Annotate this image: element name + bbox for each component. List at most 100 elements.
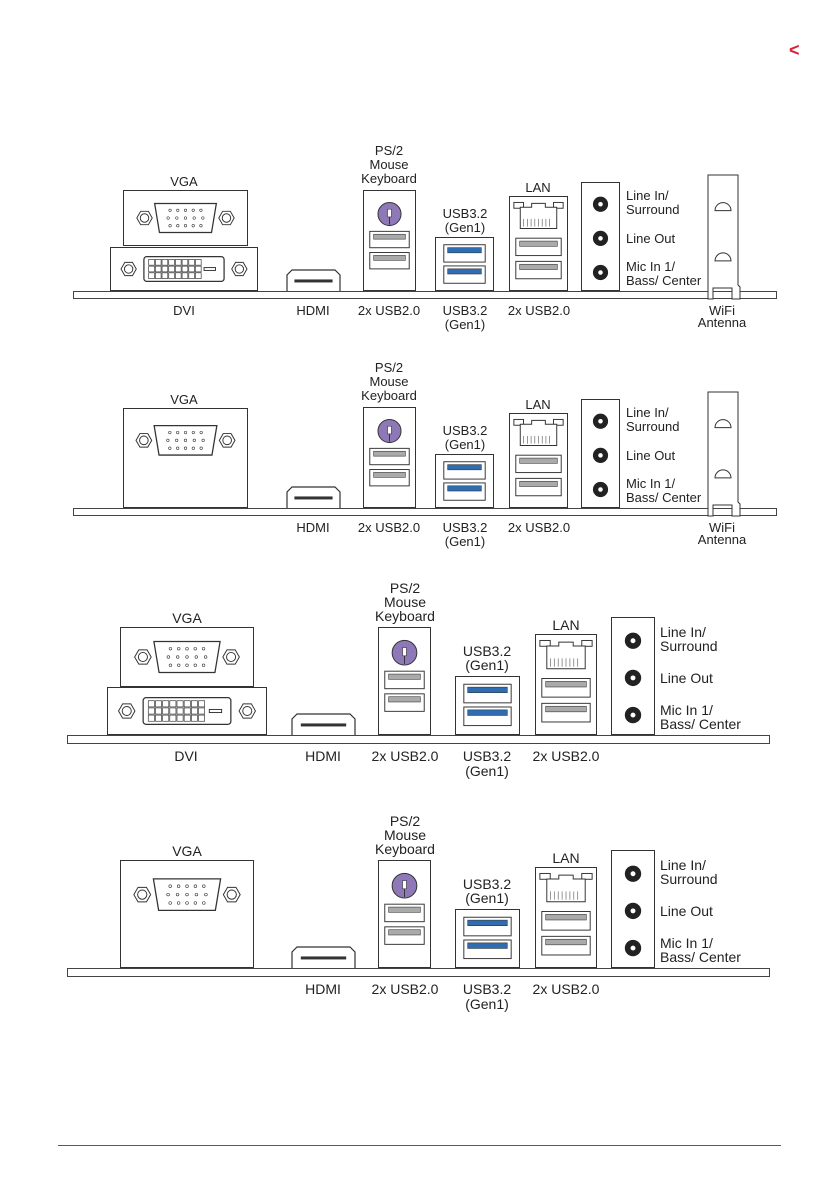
hdmi-port xyxy=(291,946,356,968)
antenna-hole-icon xyxy=(714,252,732,262)
usb3-label: USB3.2 xyxy=(442,520,488,535)
lan-label: LAN xyxy=(525,397,551,412)
usb3-gen-label: (Gen1) xyxy=(465,890,509,906)
panel-base-bar xyxy=(67,968,770,977)
usb20-label: 2x USB2.0 xyxy=(507,520,571,535)
wifi-label: WiFi xyxy=(709,520,735,535)
ps2-label: PS/2 xyxy=(389,580,421,596)
audio-label: Line In/ xyxy=(626,187,669,203)
audio-label: Surround xyxy=(660,871,718,888)
usb20-label: 2x USB2.0 xyxy=(357,520,421,535)
dvi-port xyxy=(107,687,267,735)
lan-usb-stack xyxy=(509,196,568,291)
usb3-label: USB3.2 xyxy=(442,423,488,438)
usb20-label: 2x USB2.0 xyxy=(532,748,600,764)
usb3-label: USB3.2 xyxy=(462,981,512,997)
hdmi-label: HDMI xyxy=(305,748,341,764)
antenna-label: Antenna xyxy=(697,532,747,547)
lan-usb-stack xyxy=(535,634,597,735)
usb3-gen-label: (Gen1) xyxy=(444,437,486,452)
antenna-hole-icon xyxy=(714,202,732,212)
audio-jacks xyxy=(611,617,655,735)
usb3-label: USB3.2 xyxy=(442,303,488,318)
usb20-label: 2x USB2.0 xyxy=(357,303,421,318)
wifi-label: WiFi xyxy=(709,303,735,318)
audio-label: Line In/ xyxy=(660,624,706,641)
usb3-gen-label: (Gen1) xyxy=(444,534,486,549)
vga-label: VGA xyxy=(172,843,202,859)
hdmi-port xyxy=(286,269,341,291)
audio-label: Surround xyxy=(626,201,680,217)
audio-label: Mic In 1/ xyxy=(626,259,676,275)
usb3-port-stack xyxy=(455,909,520,968)
ps2-label: Keyboard xyxy=(361,388,417,403)
audio-label: Line In/ xyxy=(626,404,669,420)
ps2-usb-stack xyxy=(363,407,416,508)
vga-label: VGA xyxy=(170,392,198,407)
ps2-usb-stack xyxy=(378,860,431,968)
ps2-label: PS/2 xyxy=(374,360,404,375)
wifi-antenna-bracket xyxy=(707,391,741,517)
lan-label: LAN xyxy=(552,617,580,633)
ps2-label: Mouse xyxy=(383,594,427,610)
usb3-label: USB3.2 xyxy=(462,876,512,892)
vga-port xyxy=(120,627,254,687)
ps2-label: Keyboard xyxy=(375,841,435,857)
ps2-label: Keyboard xyxy=(375,608,435,624)
ps2-label: Mouse xyxy=(369,157,409,172)
usb20-label: 2x USB2.0 xyxy=(371,981,439,997)
lan-usb-stack xyxy=(535,867,597,968)
lan-usb-stack xyxy=(509,413,568,508)
audio-label: Mic In 1/ xyxy=(660,701,713,718)
lan-label: LAN xyxy=(525,180,551,195)
panel-base-bar xyxy=(67,735,770,744)
hdmi-label: HDMI xyxy=(296,303,330,318)
audio-label: Surround xyxy=(660,638,718,655)
audio-label: Line Out xyxy=(626,230,676,246)
panel-base-bar xyxy=(73,508,777,516)
usb20-label: 2x USB2.0 xyxy=(371,748,439,764)
antenna-hole-icon xyxy=(714,419,732,429)
audio-label: Line In/ xyxy=(660,857,706,874)
ps2-label: PS/2 xyxy=(374,143,404,158)
usb20-label: 2x USB2.0 xyxy=(507,303,571,318)
usb3-port-stack xyxy=(435,237,494,291)
hdmi-port xyxy=(286,486,341,508)
usb3-gen-label: (Gen1) xyxy=(465,763,509,779)
lan-label: LAN xyxy=(552,850,580,866)
hdmi-port xyxy=(291,713,356,735)
audio-label: Mic In 1/ xyxy=(626,476,676,492)
ps2-label: Mouse xyxy=(369,374,409,389)
vga-port xyxy=(120,860,254,968)
audio-label: Bass/ Center xyxy=(626,490,702,506)
dvi-label: DVI xyxy=(173,303,195,318)
ps2-usb-stack xyxy=(378,627,431,735)
audio-label: Bass/ Center xyxy=(660,715,741,732)
audio-jacks xyxy=(581,182,620,291)
audio-jacks xyxy=(581,399,620,508)
vga-port xyxy=(123,408,248,508)
vga-label: VGA xyxy=(170,174,198,189)
usb20-label: 2x USB2.0 xyxy=(532,981,600,997)
usb3-gen-label: (Gen1) xyxy=(465,657,509,673)
audio-label: Surround xyxy=(626,418,680,434)
hdmi-label: HDMI xyxy=(296,520,330,535)
audio-label: Mic In 1/ xyxy=(660,934,713,951)
usb3-label: USB3.2 xyxy=(462,748,512,764)
usb3-port-stack xyxy=(435,454,494,508)
usb3-label: USB3.2 xyxy=(462,643,512,659)
ps2-label: PS/2 xyxy=(389,813,421,829)
chevron-left-icon[interactable]: < xyxy=(789,40,800,60)
audio-label: Bass/ Center xyxy=(626,273,702,289)
vga-port xyxy=(123,190,248,246)
audio-label: Line Out xyxy=(660,903,713,919)
audio-label: Line Out xyxy=(660,670,713,686)
usb3-gen-label: (Gen1) xyxy=(465,996,509,1012)
ps2-label: Mouse xyxy=(383,827,427,843)
panel-base-bar xyxy=(73,291,777,299)
ps2-label: Keyboard xyxy=(361,171,417,186)
dvi-port xyxy=(110,247,258,291)
audio-jacks xyxy=(611,850,655,968)
usb3-gen-label: (Gen1) xyxy=(444,220,486,235)
vga-label: VGA xyxy=(172,610,202,626)
